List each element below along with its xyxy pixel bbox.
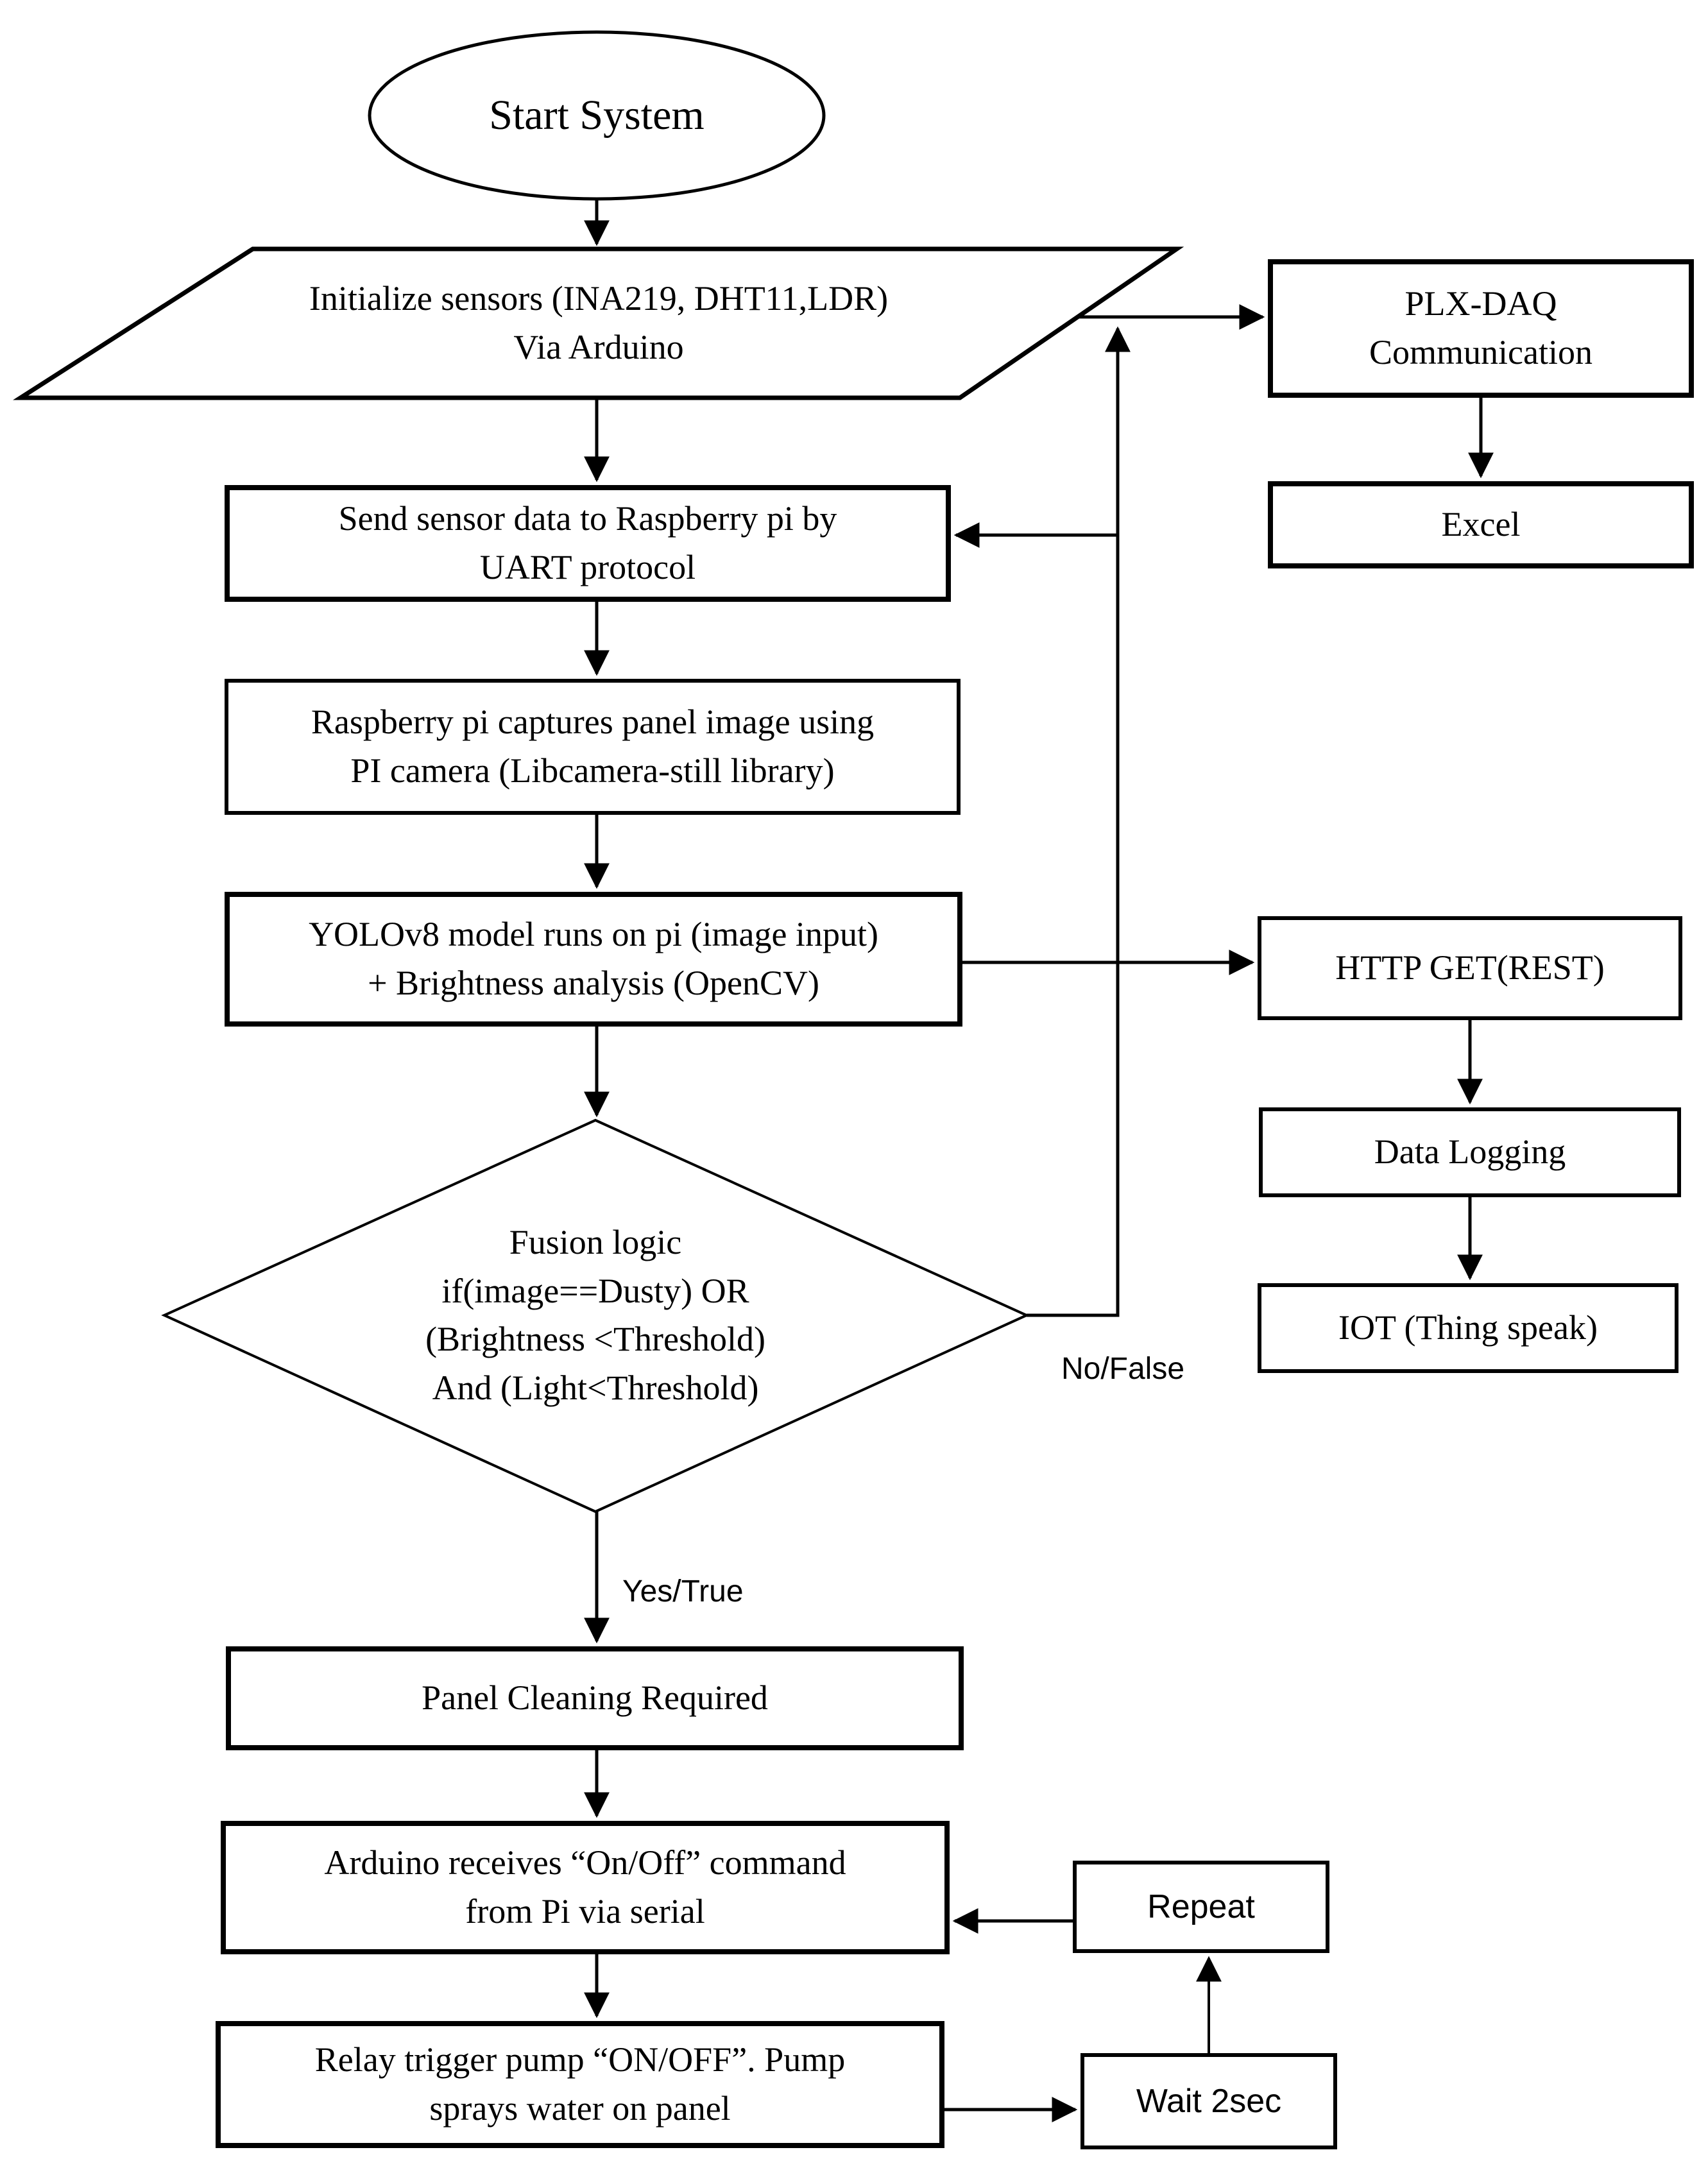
- excel-label: Excel: [1441, 505, 1521, 544]
- repeat-label: Repeat: [1147, 1888, 1255, 1925]
- fusion-logic-label: Fusion logic if(image==Dusty) OR (Bright…: [425, 1223, 765, 1407]
- data-logging-node: Data Logging: [1259, 1107, 1681, 1197]
- excel-node: Excel: [1268, 481, 1694, 568]
- edge-label-no-false: No/False: [1061, 1352, 1185, 1386]
- iot-thingspeak-label: IOT (Thing speak): [1338, 1308, 1598, 1347]
- iot-thingspeak-node: IOT (Thing speak): [1258, 1283, 1678, 1373]
- http-get-node: HTTP GET(REST): [1258, 916, 1682, 1020]
- arduino-receives-label: Arduino receives “On/Off” command from P…: [324, 1843, 846, 1931]
- capture-image-node: Raspberry pi captures panel image using …: [225, 679, 961, 815]
- yolo-model-node: YOLOv8 model runs on pi (image input) + …: [225, 892, 962, 1027]
- relay-pump-label: Relay trigger pump “ON/OFF”. Pump sprays…: [314, 2040, 846, 2128]
- feedback-no-false-line: [1027, 326, 1131, 1317]
- repeat-node: Repeat: [1073, 1861, 1329, 1953]
- wait-2sec-node: Wait 2sec: [1080, 2053, 1337, 2149]
- send-sensor-data-node: Send sensor data to Raspberry pi by UART…: [225, 485, 951, 602]
- panel-cleaning-label: Panel Cleaning Required: [422, 1678, 768, 1718]
- start-node-label: Start System: [489, 92, 705, 139]
- http-get-label: HTTP GET(REST): [1335, 948, 1605, 987]
- send-sensor-data-label: Send sensor data to Raspberry pi by UART…: [338, 499, 837, 586]
- initialize-sensors-parallelogram: [13, 246, 1184, 400]
- data-logging-label: Data Logging: [1374, 1132, 1566, 1172]
- relay-pump-node: Relay trigger pump “ON/OFF”. Pump sprays…: [216, 2021, 944, 2148]
- plx-daq-node: PLX-DAQ Communication: [1268, 259, 1694, 398]
- capture-image-label: Raspberry pi captures panel image using …: [311, 703, 875, 790]
- arduino-receives-node: Arduino receives “On/Off” command from P…: [221, 1821, 950, 1954]
- edge-label-yes-true: Yes/True: [622, 1574, 744, 1608]
- initialize-sensors-label: Initialize sensors (INA219, DHT11,LDR) V…: [309, 279, 889, 366]
- plx-daq-label: PLX-DAQ Communication: [1369, 284, 1593, 371]
- yolo-model-label: YOLOv8 model runs on pi (image input) + …: [309, 915, 878, 1002]
- wait-2sec-label: Wait 2sec: [1136, 2082, 1282, 2120]
- panel-cleaning-node: Panel Cleaning Required: [226, 1646, 964, 1750]
